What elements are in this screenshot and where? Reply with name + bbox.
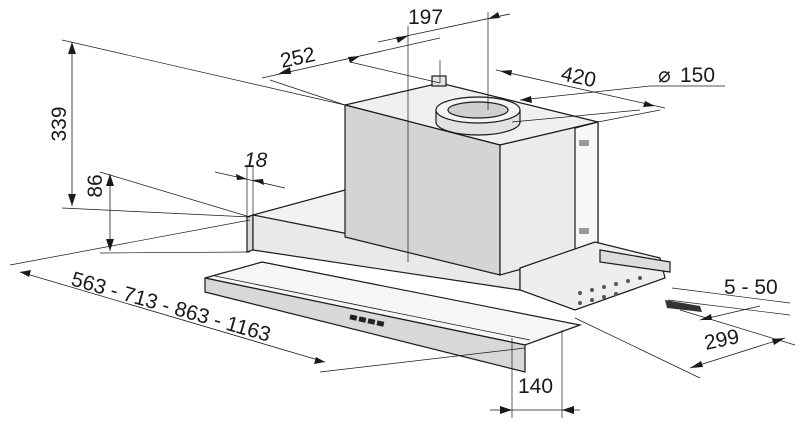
dimension-depth: 299 [574, 309, 796, 379]
rail-holes [578, 276, 642, 305]
dim-label-420: 420 [559, 62, 598, 92]
dimension-chimney-depth: 252 [261, 37, 441, 106]
dimension-visor-depth: 140 [490, 330, 580, 418]
visor-front-face [204, 277, 526, 373]
dimension-body-height: 86 [84, 171, 251, 254]
dimension-extension: 5 - 50 [667, 276, 791, 321]
dim-label-339: 339 [48, 106, 71, 141]
visor-inner-edge [214, 275, 531, 341]
dimension-chimney-offset: 197 [377, 6, 511, 262]
dim-label-140: 140 [518, 375, 553, 398]
dim-label-252: 252 [278, 43, 317, 73]
dim-label-150: 150 [680, 64, 715, 87]
control-buttons [349, 314, 385, 327]
dim-label-18: 18 [244, 149, 268, 172]
top-rear-tab [431, 75, 447, 87]
dim-label-299: 299 [702, 325, 741, 355]
dim-label-86: 86 [84, 174, 107, 197]
air-outlet-collar [435, 96, 521, 136]
rail-bracket-dark [665, 300, 702, 312]
dim-label-5-50: 5 - 50 [724, 276, 778, 299]
dim-label-outlet-symbol: ⌀ [658, 64, 671, 87]
dimension-outlet-diameter: ⌀ 150 [511, 64, 725, 123]
dim-label-197: 197 [408, 6, 443, 29]
dimension-total-height: 339 [48, 39, 346, 218]
dimension-front-depth: 18 [214, 149, 286, 252]
rail-end-plate [599, 249, 671, 273]
chimney-bracket-slot [579, 228, 589, 234]
chimney-bracket-slot [579, 140, 589, 146]
range-hood-drawing [204, 75, 702, 373]
